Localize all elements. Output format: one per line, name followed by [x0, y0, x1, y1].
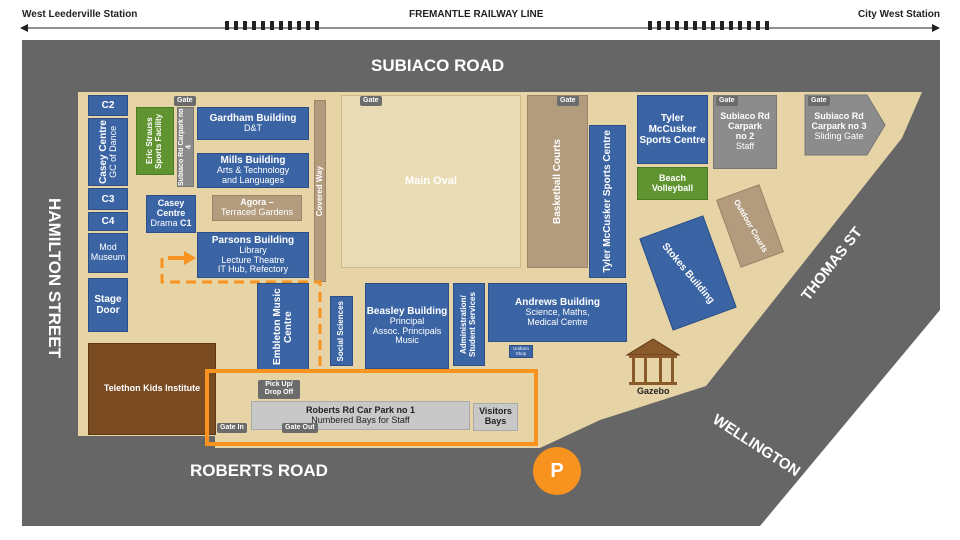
subiaco-rd-carpark-2[interactable]: Subiaco Rd Carpark no 2 Staff [713, 95, 777, 169]
casey-centre-drama[interactable]: Casey Centre Drama C1 [146, 195, 196, 233]
parking-icon[interactable]: P [533, 447, 581, 495]
basketball-courts[interactable]: Basketball Courts [527, 95, 588, 268]
access-route-dashed [160, 258, 322, 368]
roberts-road-label: ROBERTS ROAD [190, 461, 328, 480]
social-sciences[interactable]: Social Sciences [330, 296, 353, 366]
gate-carpark-2[interactable]: Gate [716, 96, 738, 107]
gate-basketball[interactable]: Gate [557, 96, 579, 107]
gazebo-icon[interactable] [623, 337, 683, 387]
andrews-building[interactable]: Andrews Building Science, Maths, Medical… [488, 283, 627, 342]
parsons-building[interactable]: Parsons Building Library Lecture Theatre… [197, 232, 309, 278]
mills-building[interactable]: Mills Building Arts & Technology and Lan… [197, 153, 309, 188]
building-c4[interactable]: C4 [88, 212, 128, 231]
subiaco-rd-carpark-3[interactable]: Subiaco Rd Carpark no 3 Sliding Gate [811, 111, 867, 141]
gate-carpark-3[interactable]: Gate [808, 96, 830, 107]
eric-strauss-sports-facility[interactable]: Eric Strauss Sports Facility [136, 107, 174, 175]
gazebo-label: Gazebo [637, 386, 670, 396]
tyler-mccusker-sports-centre[interactable]: Tyler McCusker Sports Centre [637, 95, 708, 164]
city-west-station-label: City West Station [857, 9, 940, 20]
agora-terraced-gardens[interactable]: Agora – Terraced Gardens [212, 195, 302, 221]
building-c3[interactable]: C3 [88, 188, 128, 210]
building-casey-centre-gc[interactable]: Casey Centre GC of Dance [88, 118, 128, 186]
gardham-building[interactable]: Gardham Building D&T [197, 107, 309, 140]
route-arrow-icon [184, 251, 196, 265]
gate-carpark-4[interactable]: Gate [174, 96, 196, 107]
visitors-bays[interactable]: Visitors Bays [473, 403, 518, 431]
railway-line-label: FREMANTLE RAILWAY LINE [409, 9, 544, 20]
stage-door[interactable]: Stage Door [88, 278, 128, 332]
building-c2[interactable]: C2 [88, 95, 128, 116]
gate-main-oval[interactable]: Gate [360, 96, 382, 107]
gate-in[interactable]: Gate In [217, 423, 247, 434]
main-oval[interactable]: Main Oval [341, 95, 521, 268]
gate-out[interactable]: Gate Out [282, 423, 318, 434]
pick-up-drop-off[interactable]: Pick Up/ Drop Off [258, 380, 300, 399]
mod-museum[interactable]: Mod Museum [88, 233, 128, 273]
subiaco-rd-carpark-4[interactable]: Subiaco Rd Carpark no 4 [177, 107, 194, 187]
subiaco-road-label: SUBIACO ROAD [371, 56, 505, 75]
embleton-music-centre[interactable]: Embleton Music Centre [257, 283, 309, 371]
railway-line [20, 21, 940, 32]
tyler-mccusker-sports-centre-vertical[interactable]: Tyler McCusker Sports Centre [589, 125, 626, 278]
uniform-shop[interactable]: Uniform Shop [509, 345, 533, 358]
telethon-kids-institute[interactable]: Telethon Kids Institute [88, 343, 216, 435]
administration-student-services[interactable]: Administration/ Student Services [453, 283, 485, 366]
roberts-rd-carpark-highlight [205, 369, 538, 446]
west-leederville-station-label: West Leederville Station [22, 9, 138, 20]
roberts-rd-carpark-1[interactable]: Roberts Rd Car Park no 1 Numbered Bays f… [251, 401, 470, 430]
beasley-building[interactable]: Beasley Building Principal Assoc. Princi… [365, 283, 449, 369]
beach-volleyball[interactable]: Beach Volleyball [637, 167, 708, 200]
